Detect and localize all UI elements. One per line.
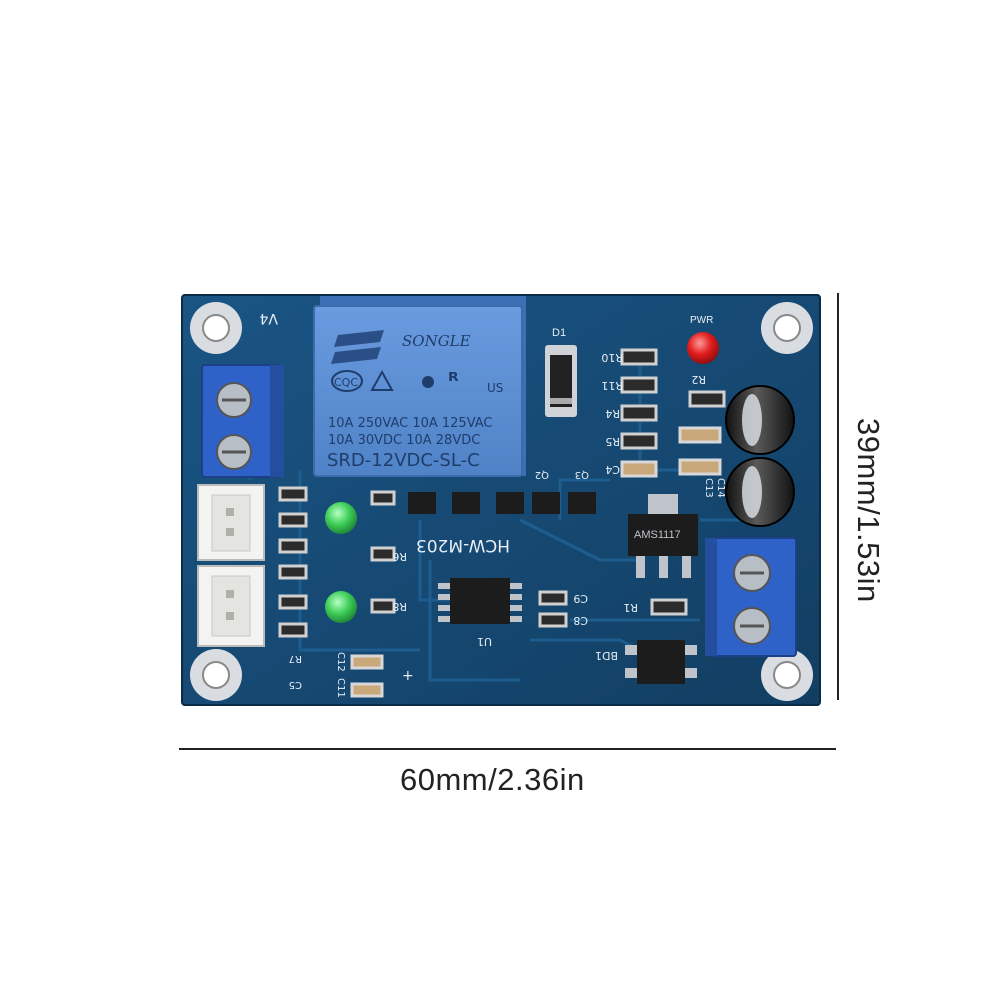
- ic-u1: [438, 578, 522, 624]
- label-bd1: BD1: [595, 649, 618, 662]
- label-r2: R2: [691, 373, 706, 386]
- label-c9: C9: [573, 592, 588, 605]
- label-r6: R6: [392, 550, 407, 563]
- height-dimension-label: 39mm/1.53in: [851, 418, 886, 603]
- relay-logo-icon: [331, 330, 384, 364]
- mounting-hole-bottom-right: [761, 649, 813, 701]
- relay: SONGLE CQC ᴿ US 10A 250VAC 10A 125VAC 10…: [313, 296, 526, 477]
- relay-cert: CQC: [334, 376, 358, 389]
- diode-d1: D1: [545, 327, 577, 417]
- label-c14: C14: [715, 478, 726, 498]
- electrolytic-capacitor-upper: [725, 385, 795, 455]
- label-pwr: PWR: [690, 315, 713, 326]
- cqc-mark-icon: [331, 370, 363, 392]
- relay-us-mark: US: [487, 381, 503, 395]
- warning-triangle-icon: [370, 369, 394, 391]
- label-q2: Q2: [535, 469, 549, 480]
- label-v4: V4: [259, 310, 278, 326]
- label-r5: R5: [605, 435, 620, 448]
- label-u1: U1: [477, 635, 492, 648]
- width-dimension-label: 60mm/2.36in: [400, 762, 585, 797]
- label-q3: Q3: [575, 469, 589, 480]
- label-r11: R11: [601, 379, 623, 392]
- relay-rating-line-1: 10A 250VAC 10A 125VAC: [328, 416, 493, 431]
- status-led-green-lower: [325, 591, 357, 623]
- screw-terminal-right: [705, 537, 797, 657]
- label-c11: C11: [335, 678, 346, 698]
- relay-model: SRD-12VDC-SL-C: [327, 450, 480, 471]
- relay-brand: SONGLE: [402, 332, 471, 350]
- smd-components: [278, 348, 726, 698]
- mounting-hole-top-right: [761, 302, 813, 354]
- status-led-green-upper: [325, 502, 357, 534]
- relay-dot: [422, 376, 434, 388]
- label-c4: C4: [605, 463, 620, 476]
- power-led-red: PWR: [687, 315, 719, 364]
- mounting-hole-top-left: [190, 302, 242, 354]
- jst-connector-lower: [197, 565, 265, 647]
- label-r8: R8: [392, 600, 407, 613]
- jst-connector-upper: [197, 484, 265, 561]
- label-c8: C8: [573, 614, 588, 627]
- electrolytic-capacitor-lower: [725, 457, 795, 527]
- label-r4: R4: [605, 407, 620, 420]
- label-d1: D1: [552, 327, 566, 339]
- voltage-regulator-ams1117: AMS1117: [628, 494, 698, 578]
- board-model-label: HCW-M203: [416, 535, 510, 555]
- label-r1: R1: [623, 601, 638, 614]
- bridge-rectifier-bd1: [625, 640, 697, 684]
- mounting-hole-bottom-left: [190, 649, 242, 701]
- transistor-row: [408, 492, 596, 514]
- screw-terminal-left: [201, 364, 284, 478]
- label-c12: C12: [335, 652, 346, 672]
- label-c13: C13: [703, 478, 714, 498]
- label-r7: R7: [289, 653, 302, 664]
- ul-mark-icon: ᴿ: [448, 369, 459, 394]
- relay-rating-line-2: 10A 30VDC 10A 28VDC: [328, 433, 480, 448]
- regulator-label: AMS1117: [634, 529, 681, 541]
- label-r10: R10: [601, 351, 623, 364]
- plus-mark: +: [402, 668, 414, 684]
- silkscreen-labels: V4 HCW-M203 R10 R11 R4 R5 C4 R2 C13 C14 …: [259, 310, 726, 698]
- label-c5: C5: [289, 679, 302, 690]
